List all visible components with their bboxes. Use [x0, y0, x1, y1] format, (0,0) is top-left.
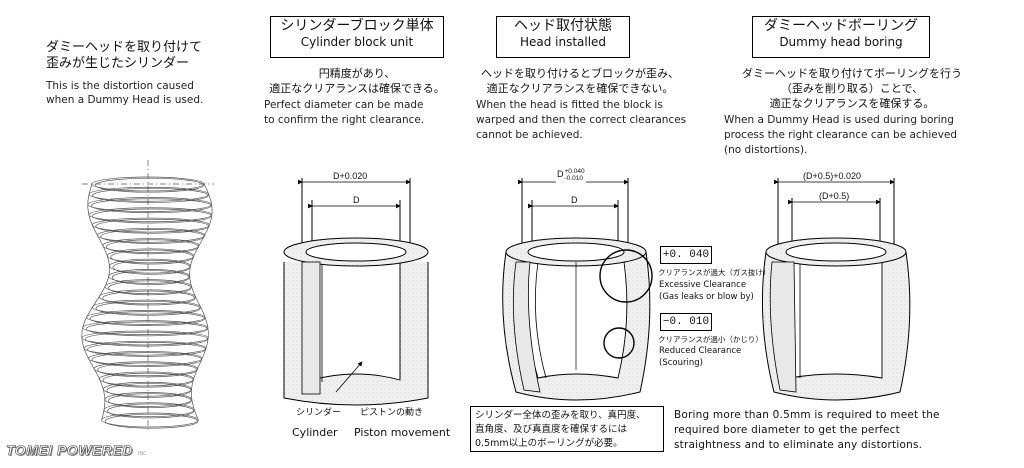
intro-jp-line2: 歪みが生じたシリンダー: [46, 56, 190, 71]
footer-note-en-2: required bore diameter to get the perfec…: [674, 424, 900, 436]
footer-note-jp-2: 直角度、及び真直度を確保するには: [475, 424, 628, 435]
panel-2-dim-inner: D: [570, 195, 579, 205]
excess-clearance-value: +0. 040: [660, 246, 712, 264]
panel-1-title-en: Cylinder block unit: [300, 35, 414, 49]
excess-clearance-jp: クリアランスが過大（ガス抜け）: [658, 268, 771, 277]
logo-sub: INC: [137, 451, 147, 457]
reduced-clearance-jp: クリアランスが過小（かじり）: [658, 335, 763, 344]
cylinder-block-drawing: [283, 178, 429, 406]
excess-clearance-en1: Excessive Clearance: [659, 280, 747, 290]
panel-2-desc-jp-1: ヘッドを取り付けるとブロックが歪み、: [481, 67, 679, 80]
label-piston-en: Piston movement: [354, 426, 451, 439]
footer-note-jp-box: シリンダー全体の歪みを取り、真円度、 直角度、及び真直度を確保するには 0.5m…: [470, 406, 664, 452]
panel-2-dim-outer: D+0.040-0.010: [556, 168, 586, 183]
panel-1-desc-en-2: to confirm the right clearance.: [264, 114, 425, 126]
footer-note-jp-3: 0.5mm以上のボーリングが必要。: [475, 438, 623, 449]
excess-clearance-en2: (Gas leaks or blow by): [659, 292, 754, 302]
reduced-clearance-en2: (Scouring): [659, 358, 703, 368]
panel-2-dim-outer-sub: -0.010: [564, 174, 583, 182]
panel-3-desc-jp-3: 適正なクリアランスを確保する。: [769, 97, 935, 110]
panel-2-desc-en-1: When the head is fitted the block is: [476, 99, 663, 111]
panel-1-desc-jp-2: 適正なクリアランスは確保できる。: [269, 82, 445, 95]
panel-3-desc-en-3: (no distortions).: [724, 144, 808, 156]
panel-2-title-en: Head installed: [519, 35, 607, 49]
panel-3-desc-jp-1: ダミーヘッドを取り付けてボーリングを行う: [742, 67, 962, 80]
intro-en-line2: when a Dummy Head is used.: [46, 94, 204, 106]
tomei-logo: TOMEI POWERED INC: [6, 440, 147, 459]
distorted-cylinder-drawing: [81, 160, 214, 430]
dummy-head-boring-drawing: [761, 178, 911, 401]
panel-1-desc-jp-1: 円精度があり、: [318, 67, 396, 80]
panel-2-title-jp: ヘッド取付状態: [514, 18, 612, 34]
footer-note-jp-1: シリンダー全体の歪みを取り、真円度、: [475, 410, 646, 421]
panel-1-desc-en-1: Perfect diameter can be made: [264, 99, 424, 111]
panel-3-dim-outer: (D+0.5)+0.020: [802, 171, 863, 181]
panel-3-title-jp: ダミーヘッドボーリング: [764, 18, 918, 34]
panel-3-title-box: ダミーヘッドボーリング Dummy head boring: [752, 16, 930, 58]
panel-3-desc-en-1: When a Dummy Head is used during boring: [724, 114, 954, 126]
panel-1-title-jp: シリンダーブロック単体: [280, 18, 434, 34]
head-installed-drawing: [502, 178, 653, 401]
panel-2-desc-en-2: warped and then the correct clearances: [476, 114, 687, 126]
label-cylinder-jp: シリンダー: [296, 408, 342, 418]
panel-1-title-box: シリンダーブロック単体 Cylinder block unit: [270, 16, 444, 58]
footer-note-en-3: straightness and to eliminate any distor…: [674, 439, 923, 451]
panel-3-desc-en-2: process the right clearance can be achie…: [724, 129, 958, 141]
panel-3-title-en: Dummy head boring: [779, 35, 903, 49]
footer-note-en-1: Boring more than 0.5mm is required to me…: [674, 409, 940, 421]
panel-1-dim-outer: D+0.020: [332, 171, 369, 181]
panel-1-dim-inner: D: [352, 195, 361, 205]
panel-2-title-box: ヘッド取付状態 Head installed: [496, 16, 630, 58]
panel-2-dim-outer-sup: +0.040: [564, 168, 585, 175]
intro-en-line1: This is the distortion caused: [46, 80, 194, 92]
logo-text: TOMEI POWERED: [6, 442, 133, 459]
label-cylinder-en: Cylinder: [292, 426, 338, 439]
reduced-clearance-en1: Reduced Clearance: [659, 346, 742, 356]
intro-jp-line1: ダミーヘッドを取り付けて: [46, 40, 203, 55]
panel-3-dim-inner: (D+0.5): [818, 191, 851, 201]
reduced-clearance-value: −0. 010: [660, 313, 712, 331]
panel-3-desc-jp-2: （歪みを削り取る）ことで、: [780, 82, 924, 95]
label-piston-jp: ピストンの動き: [360, 408, 424, 418]
panel-2-desc-en-3: cannot be achieved.: [476, 129, 583, 141]
panel-2-desc-jp-2: 適正なクリアランスを確保できない。: [486, 82, 674, 95]
panel-2-dim-outer-base: D: [557, 169, 564, 179]
